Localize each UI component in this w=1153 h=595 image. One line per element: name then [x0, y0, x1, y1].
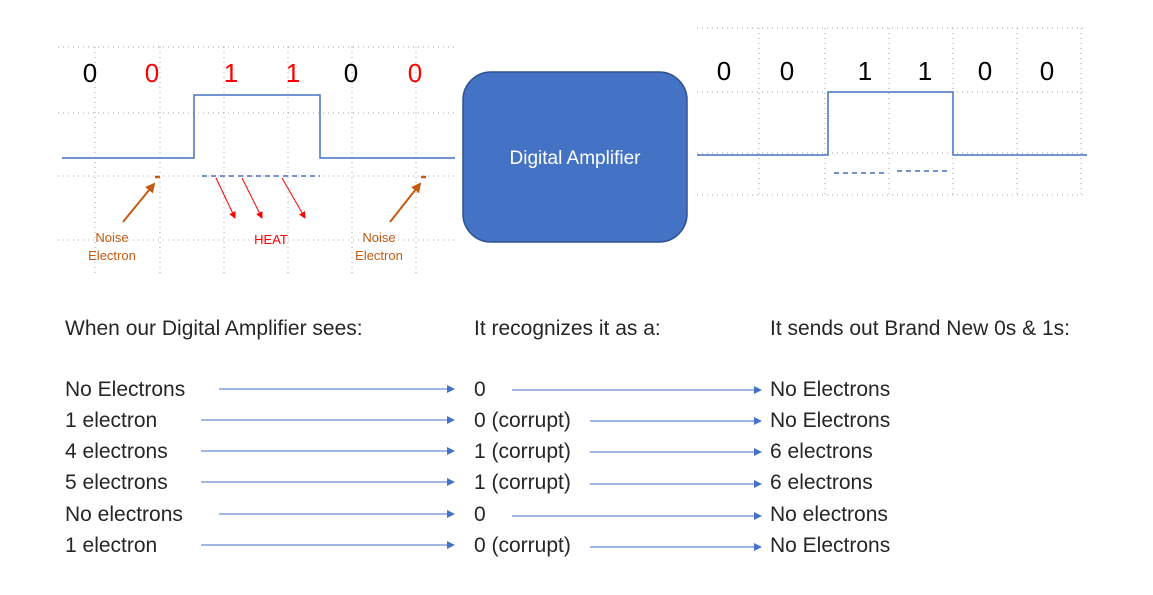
heat-arrow: [281, 177, 306, 219]
noise-arrow-left: [122, 182, 156, 223]
output-signal-line: [697, 91, 1087, 156]
row-recognizes: 0 (corrupt): [474, 534, 571, 557]
output-bits: 0 0 1 1 0 0: [717, 56, 1054, 86]
output-bit: 1: [858, 56, 872, 86]
output-bit: 0: [780, 56, 794, 86]
table-row: 1 electron 0 (corrupt) No Electrons: [65, 409, 890, 432]
table-row: 1 electron 0 (corrupt) No Electrons: [65, 534, 890, 557]
input-bit: 1: [286, 58, 300, 88]
input-signal-line: [62, 94, 455, 159]
row-sees: 1 electron: [65, 534, 157, 557]
table-row: No Electrons 0 No Electrons: [65, 378, 890, 401]
input-bit: 0: [83, 58, 97, 88]
row-recognizes: 1 (corrupt): [474, 471, 571, 494]
row-recognizes: 0: [474, 378, 486, 401]
digital-amplifier-box: Digital Amplifier: [462, 71, 688, 243]
row-recognizes: 1 (corrupt): [474, 440, 571, 463]
row-sends: 6 electrons: [770, 440, 873, 463]
table-row: 5 electrons 1 (corrupt) 6 electrons: [65, 471, 873, 494]
noise-label-right-line1: Noise: [362, 230, 395, 245]
header-recognizes: It recognizes it as a:: [474, 317, 661, 340]
output-bit: 0: [717, 56, 731, 86]
heat-arrow: [215, 177, 236, 219]
noise-arrow-right: [389, 182, 422, 223]
header-sends: It sends out Brand New 0s & 1s:: [770, 317, 1070, 340]
input-waveform-panel: 0 0 1 1 0 0 Noise Electron HEAT Noise El…: [58, 46, 455, 275]
row-recognizes: 0: [474, 503, 486, 526]
row-sends: No Electrons: [770, 378, 890, 401]
row-sees: No Electrons: [65, 378, 185, 401]
row-sees: 5 electrons: [65, 471, 168, 494]
output-waveform-panel: 0 0 1 1 0 0: [697, 27, 1087, 196]
row-sees: 1 electron: [65, 409, 157, 432]
output-bit: 1: [918, 56, 932, 86]
table-row: 4 electrons 1 (corrupt) 6 electrons: [65, 440, 873, 463]
noise-label-left-line1: Noise: [95, 230, 128, 245]
input-bit: 0: [145, 58, 159, 88]
heat-label: HEAT: [254, 232, 288, 247]
row-sends: No electrons: [770, 503, 888, 526]
mapping-table: When our Digital Amplifier sees: It reco…: [65, 317, 1070, 557]
input-bit: 1: [224, 58, 238, 88]
noise-label-right-line2: Electron: [355, 248, 403, 263]
input-bit: 0: [408, 58, 422, 88]
row-sends: No Electrons: [770, 409, 890, 432]
heat-arrows: [215, 177, 306, 219]
input-bit: 0: [344, 58, 358, 88]
row-sends: 6 electrons: [770, 471, 873, 494]
noise-label-left-line2: Electron: [88, 248, 136, 263]
output-grid: [697, 27, 1087, 196]
table-row: No electrons 0 No electrons: [65, 503, 888, 526]
header-sees: When our Digital Amplifier sees:: [65, 317, 363, 340]
output-bit: 0: [978, 56, 992, 86]
row-sees: No electrons: [65, 503, 183, 526]
row-recognizes: 0 (corrupt): [474, 409, 571, 432]
row-sees: 4 electrons: [65, 440, 168, 463]
heat-arrow: [241, 177, 263, 219]
amplifier-label: Digital Amplifier: [510, 148, 642, 169]
output-bit: 0: [1040, 56, 1054, 86]
row-sends: No Electrons: [770, 534, 890, 557]
input-grid: [58, 46, 455, 275]
input-bits: 0 0 1 1 0 0: [83, 58, 422, 88]
